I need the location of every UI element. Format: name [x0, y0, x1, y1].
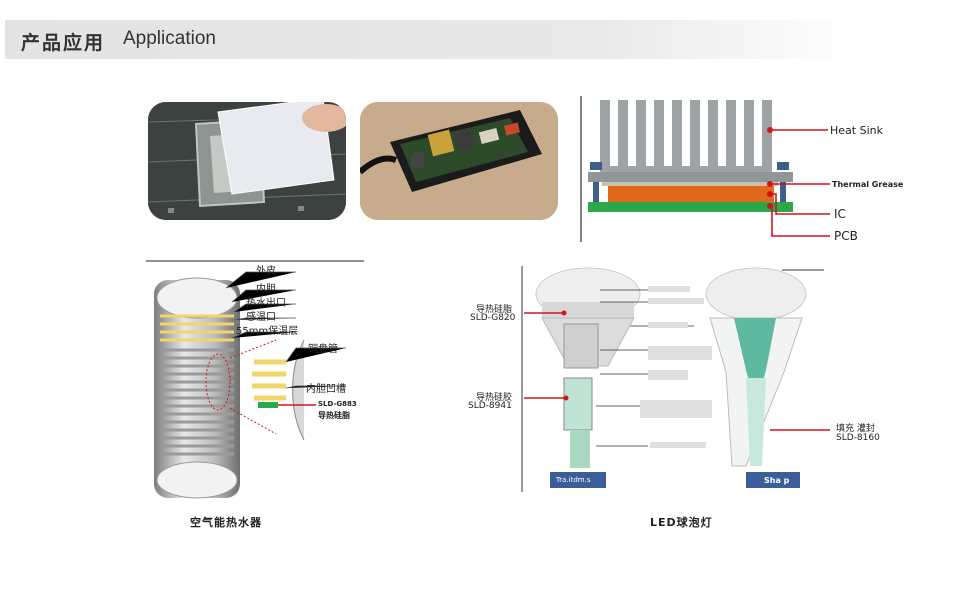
- wh-label-insulation: 55mm保温层: [236, 326, 299, 337]
- label-pcb: PCB: [834, 229, 858, 243]
- wh-label-copper-coil: 铜盘管: [308, 344, 338, 355]
- wh-label-inner-tank: 内胆: [256, 284, 276, 295]
- cpu-socket-photo: [148, 102, 346, 220]
- led-bottom-tag-right: Sha p: [764, 476, 790, 485]
- power-adapter-photo: [360, 102, 558, 220]
- water-heater-diagram: [146, 258, 366, 502]
- label-thermal-grease: Thermal Grease: [832, 180, 904, 189]
- label-heat-sink: Heat Sink: [830, 124, 883, 137]
- label-ic: IC: [834, 207, 846, 221]
- water-heater-caption: 空气能热水器: [190, 516, 262, 529]
- led-label-gel-model: SLD-8941: [468, 401, 512, 411]
- wh-label-hot-water-outlet: 热水出口: [246, 298, 286, 309]
- heatsink-diagram: [578, 96, 908, 244]
- wh-label-grease: 导热硅脂: [318, 411, 350, 420]
- led-label-grease-name: 导热硅脂: [476, 305, 513, 315]
- led-label-gel-name: 导热硅胶: [476, 393, 513, 403]
- led-bulb-caption: LED球泡灯: [650, 516, 713, 529]
- section-title-cn: 产品应用: [21, 32, 106, 54]
- led-label-grease-model: SLD-G820: [470, 313, 516, 323]
- wh-label-outer-skin: 外皮: [256, 266, 276, 277]
- wh-label-tank-groove: 内胆凹槽: [306, 384, 346, 395]
- led-label-potting-model: SLD-8160: [836, 433, 880, 443]
- wh-label-sensor-port: 感温口: [246, 312, 276, 323]
- led-bulb-diagram: [520, 266, 830, 494]
- wh-label-model: SLD-G883: [318, 400, 357, 408]
- pcb-block: [588, 202, 793, 212]
- section-header: 产品应用 Application: [5, 20, 855, 59]
- ic-block: [608, 186, 774, 202]
- section-title-en: Application: [123, 28, 216, 49]
- led-label-potting-name: 填充 灌封: [836, 424, 875, 434]
- led-bottom-tag-left: Tra.itdm.s: [556, 476, 591, 484]
